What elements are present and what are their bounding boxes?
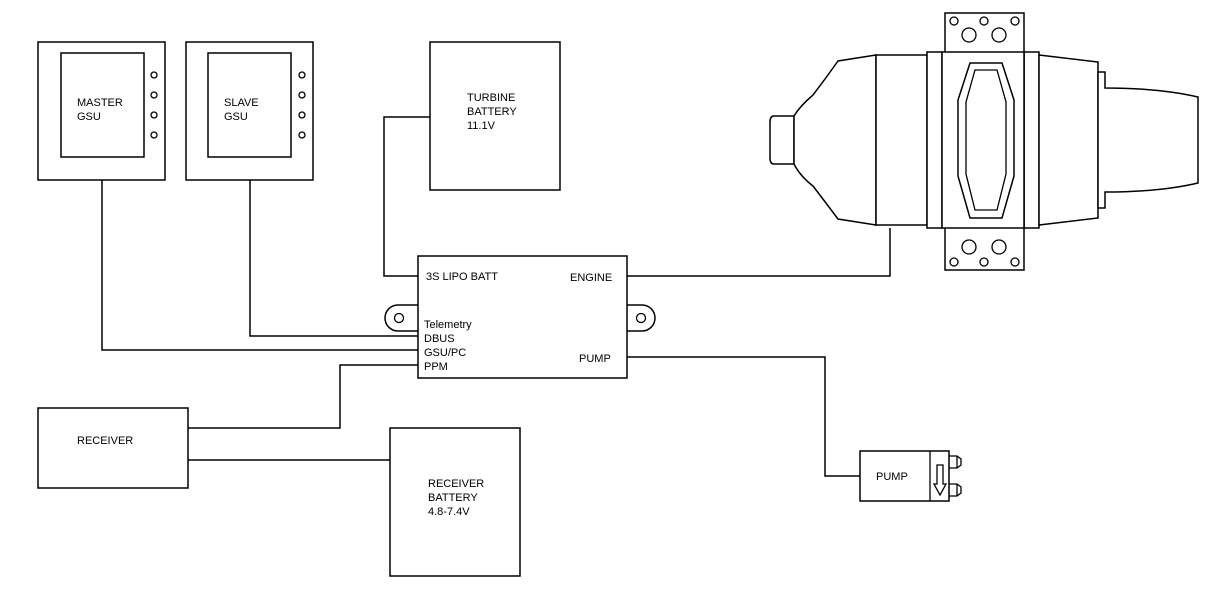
mount-bolt-hole-icon [1010, 16, 1020, 26]
engine-front-ring [926, 51, 943, 229]
ecu-mount-tab-right [627, 304, 656, 332]
engine-mount-window-outer [957, 62, 1015, 219]
ecu-label-dbus: DBUS [424, 333, 455, 345]
wire-master-gsu-to-ecu [101, 180, 418, 351]
wire-slave-gsu-to-ecu [249, 180, 418, 337]
ecu-label-telemetry: Telemetry [424, 319, 472, 331]
master-gsu: MASTER GSU [37, 41, 166, 181]
ecu-mount-tab-left [384, 304, 418, 332]
receiver-battery-label-2: BATTERY [428, 492, 478, 504]
ecu-box: 3S LIPO BATT ENGINE Telemetry DBUS GSU/P… [384, 255, 656, 379]
mount-bolt-hole-icon [961, 239, 977, 255]
receiver-label: RECEIVER [77, 435, 133, 447]
turbine-battery-label-2: BATTERY [467, 106, 517, 118]
turbine-battery-label-1: TURBINE [467, 92, 515, 104]
slave-gsu-label-2: GSU [224, 111, 248, 123]
slave-gsu-button-2 [298, 91, 306, 99]
master-gsu-button-1 [150, 71, 158, 79]
pump-label: PUMP [876, 471, 908, 483]
pump-fitting-bottom [949, 483, 962, 497]
master-gsu-button-2 [150, 91, 158, 99]
wire-ecu-to-pump [627, 356, 860, 477]
ecu-label-gsu-pc: GSU/PC [424, 347, 466, 359]
ecu-label-ppm: PPM [424, 361, 448, 373]
slave-gsu: SLAVE GSU [185, 41, 314, 181]
receiver-battery-label-1: RECEIVER [428, 478, 484, 490]
receiver: RECEIVER [37, 407, 189, 489]
receiver-battery: RECEIVER BATTERY 4.8-7.4V [389, 427, 521, 577]
wire-turbine-battery-to-ecu [383, 116, 430, 277]
ecu-label-pump: PUMP [579, 353, 611, 365]
mount-bolt-hole-icon [949, 257, 959, 267]
receiver-battery-label-3: 4.8-7.4V [428, 506, 470, 518]
ecu-label-lipo: 3S LIPO BATT [426, 271, 498, 283]
mount-bolt-hole-icon [1010, 257, 1020, 267]
slave-gsu-label-1: SLAVE [224, 97, 259, 109]
master-gsu-label-2: GSU [77, 111, 101, 123]
turbine-engine [769, 12, 1199, 271]
mount-bolt-hole-icon [961, 27, 977, 43]
engine-compressor-case [875, 54, 928, 226]
mount-bolt-hole-icon [991, 239, 1007, 255]
pump: PUMP [859, 450, 962, 502]
slave-gsu-screen [207, 52, 292, 158]
master-gsu-button-3 [150, 111, 158, 119]
slave-gsu-button-1 [298, 71, 306, 79]
master-gsu-label-1: MASTER [77, 97, 123, 109]
engine-rear-ring [1023, 51, 1040, 229]
engine-mount-window-inner [965, 69, 1007, 211]
slave-gsu-button-4 [298, 131, 306, 139]
mount-bolt-hole-icon [979, 16, 989, 26]
pump-fitting-top [949, 455, 962, 469]
mount-bolt-hole-icon [991, 27, 1007, 43]
wires [101, 116, 891, 477]
engine-rear-case [1038, 54, 1099, 226]
wire-receiver-to-ecu [188, 364, 418, 429]
wire-ecu-to-engine [627, 228, 891, 277]
slave-gsu-button-3 [298, 111, 306, 119]
turbine-battery-label-3: 11.1V [467, 120, 496, 132]
engine-intake-lip [769, 115, 795, 165]
engine-intake-cone [793, 54, 877, 226]
master-gsu-screen [60, 52, 145, 158]
ecu-mount-hole-left [393, 312, 405, 324]
ecu-label-engine: ENGINE [570, 272, 612, 284]
mount-bolt-hole-icon [979, 257, 989, 267]
master-gsu-button-4 [150, 131, 158, 139]
flow-arrow-icon [932, 464, 948, 497]
turbine-battery: TURBINE BATTERY 11.1V [429, 41, 561, 191]
ecu-mount-hole-right [635, 312, 647, 324]
engine-exhaust-nozzle [1097, 71, 1199, 209]
mount-bolt-hole-icon [949, 16, 959, 26]
